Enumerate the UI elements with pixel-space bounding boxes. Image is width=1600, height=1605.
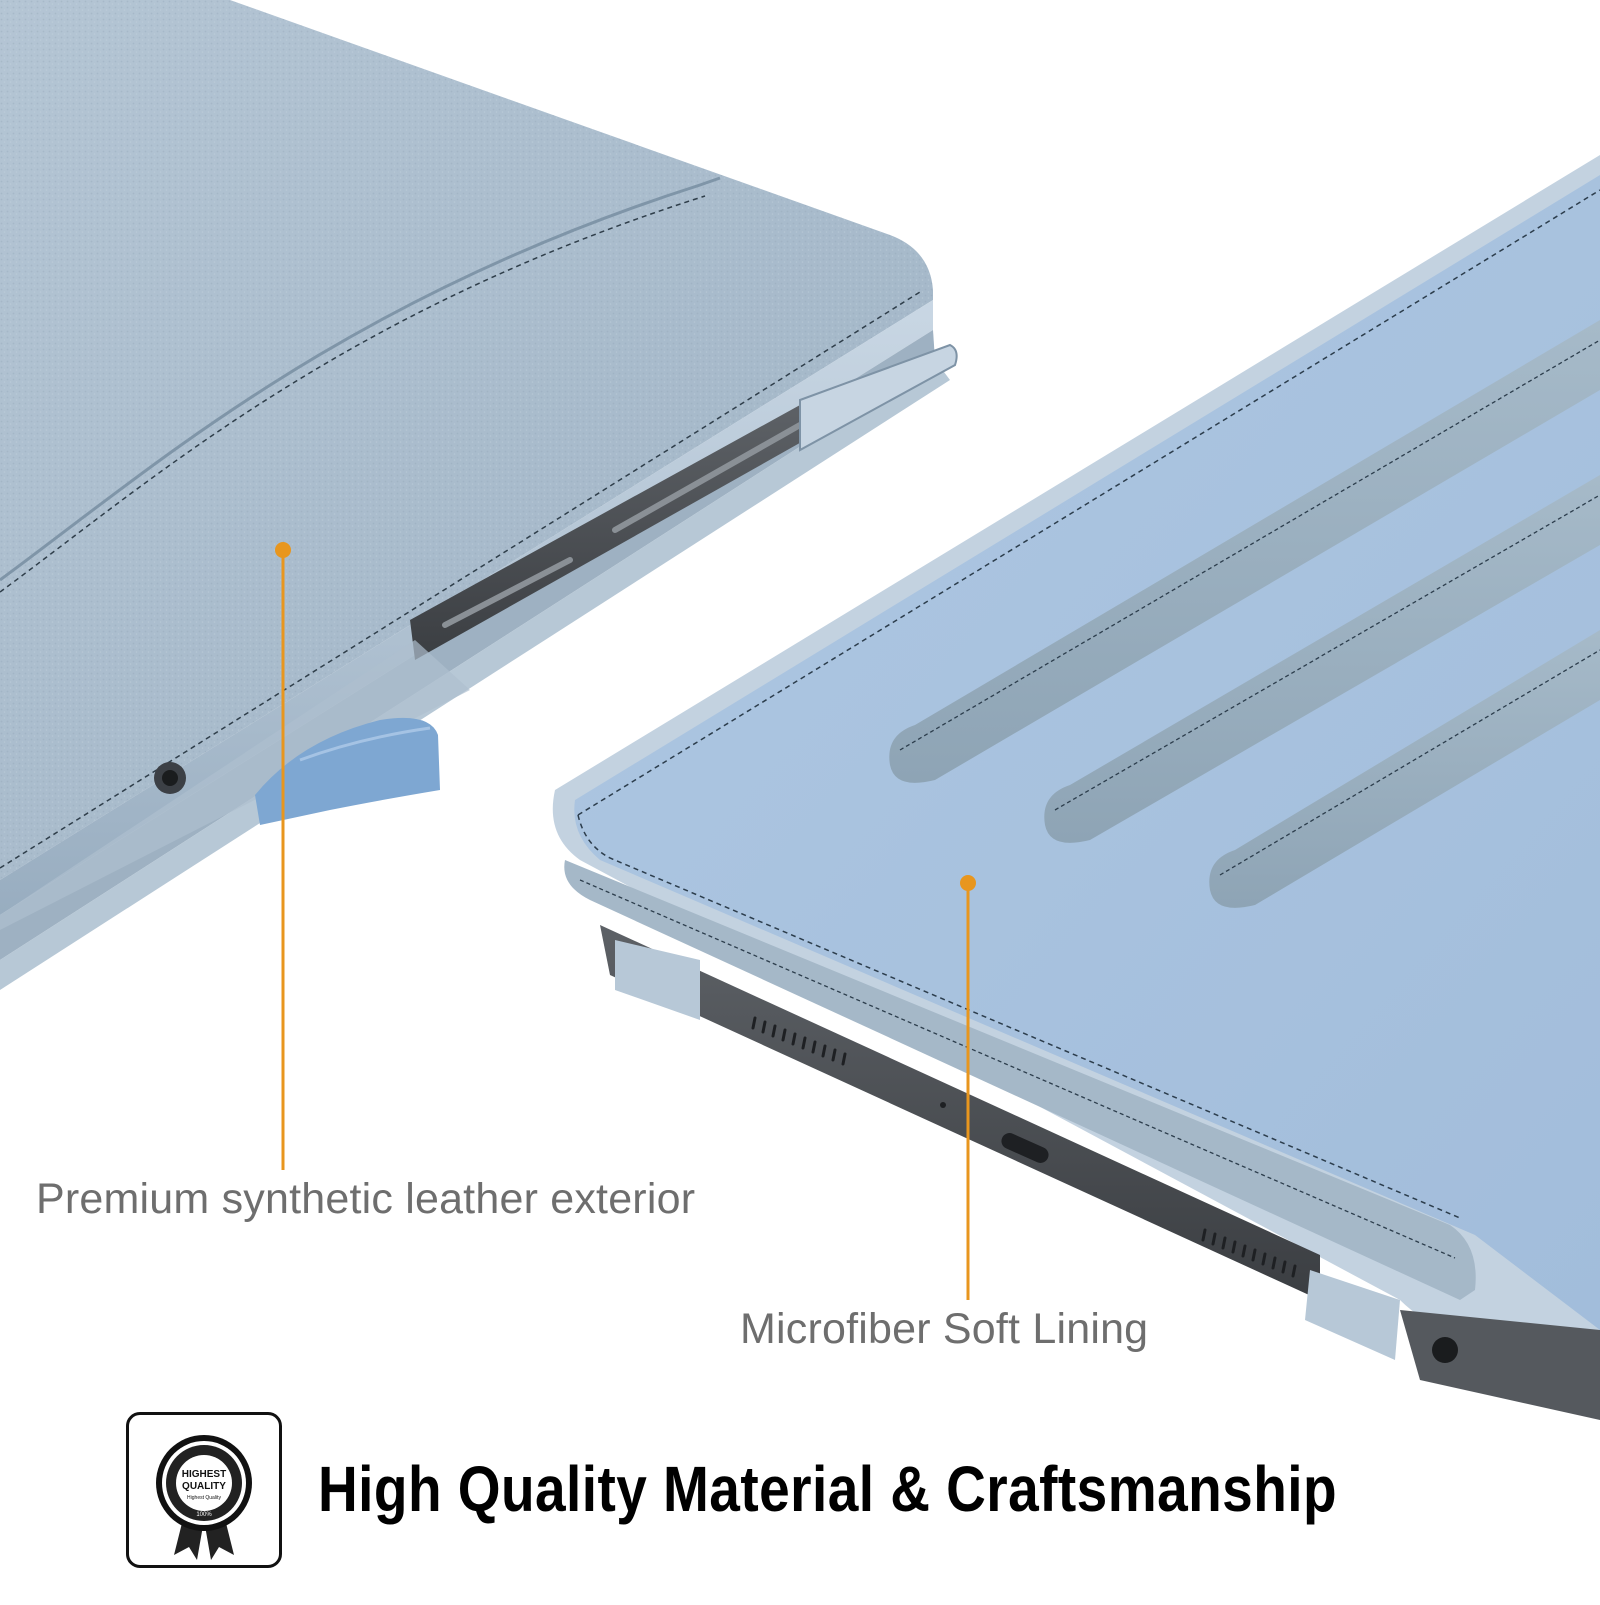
lining-callout-label: Microfiber Soft Lining: [740, 1305, 1149, 1353]
quality-seal-icon: HIGHEST QUALITY Highest Quality 100%: [156, 1435, 252, 1560]
headline: High Quality Material & Craftsmanship: [318, 1453, 1338, 1525]
seal-text-line1: HIGHEST: [182, 1469, 226, 1480]
exterior-callout-label: Premium synthetic leather exterior: [36, 1175, 696, 1223]
leather-case-left: [0, 0, 958, 990]
strap-group: [889, 320, 1600, 908]
seal-text-line3: Highest Quality: [187, 1495, 221, 1501]
quality-badge-frame: HIGHEST QUALITY Highest Quality 100%: [126, 1412, 282, 1568]
seal-text-line2: QUALITY: [182, 1481, 226, 1492]
seal-text-line4: 100%: [196, 1512, 212, 1518]
lining-case-right: [552, 155, 1600, 1420]
callout-exterior-marker: [275, 542, 291, 1170]
callout-lining-marker: [960, 875, 976, 1300]
